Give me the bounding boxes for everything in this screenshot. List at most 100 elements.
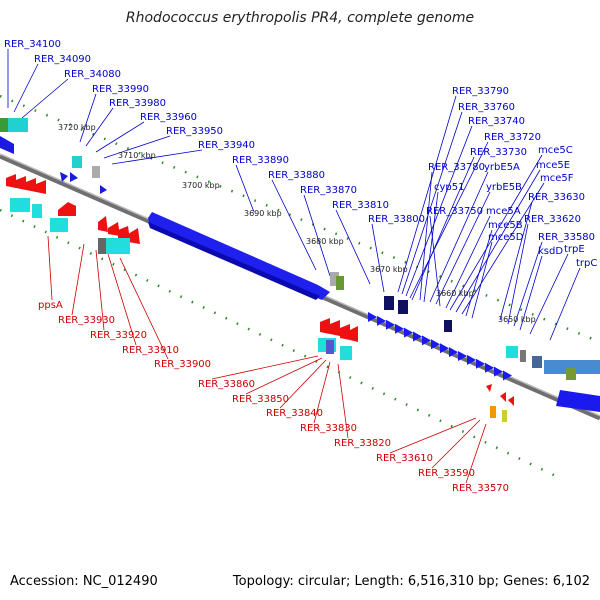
gene-33800 [398, 300, 408, 314]
gene-cyan-3 [50, 218, 68, 232]
forward-gene-label: mce5B [488, 220, 523, 231]
forward-gene-arrow [503, 370, 512, 381]
red-gene-cluster-mid [320, 318, 358, 342]
reverse-gene-label: RER_33840 [266, 408, 323, 419]
kbp-label: 3670 kbp [370, 265, 408, 274]
gene-33810 [384, 296, 394, 310]
gene-33850 [326, 340, 334, 354]
forward-gene-arrow [386, 319, 395, 330]
forward-gene-label: yrbE5A [484, 162, 520, 173]
forward-gene-label: RER_33740 [468, 116, 525, 127]
reverse-gene-label: RER_33930 [58, 315, 115, 326]
gene-33570 [508, 396, 514, 406]
gene-33620 [520, 350, 526, 362]
gene-orange [490, 406, 496, 418]
blue-leader-line [303, 194, 331, 277]
red-leader-line [389, 417, 477, 454]
gene-33980 [70, 172, 78, 182]
blue-leader-line [455, 169, 541, 313]
blue-leader-line [499, 201, 533, 321]
blue-leader-line [461, 182, 545, 315]
blue-leader-line [335, 209, 371, 285]
forward-gene-label: mce5D [488, 232, 524, 243]
forward-gene-label: RER_33960 [140, 112, 197, 123]
kbp-label: 3720 kbp [58, 123, 96, 132]
blue-leader-line [235, 164, 255, 213]
gene-33880 [330, 272, 339, 286]
blue-leader-line [397, 95, 457, 293]
blue-leader-line [519, 255, 543, 331]
topology-text: Topology: circular; Length: 6,516,310 bp… [232, 574, 590, 589]
forward-gene-arrow [476, 358, 485, 369]
gene-33990 [60, 172, 68, 182]
forward-gene-arrow [413, 331, 422, 342]
forward-gene-label: yrbE5B [486, 182, 522, 193]
red-leader-line [119, 257, 169, 360]
forward-gene-label: RER_33720 [484, 132, 541, 143]
reverse-gene-label: RER_33850 [232, 394, 289, 405]
forward-gene-arrow [440, 343, 449, 354]
red-leader-line [107, 253, 137, 346]
forward-gene-label: RER_33950 [166, 126, 223, 137]
gene-yellow [502, 410, 507, 422]
forward-gene-label: RER_34090 [34, 54, 91, 65]
gene-33790 [444, 320, 452, 332]
reverse-gene-label: RER_33910 [122, 345, 179, 356]
forward-gene-label: RER_33870 [300, 185, 357, 196]
forward-gene-arrow [422, 335, 431, 346]
gene-ppsA-region [10, 198, 30, 212]
forward-gene-label: RER_33620 [524, 214, 581, 225]
gene-large-forward [148, 212, 330, 300]
reverse-gene-label: RER_33820 [334, 438, 391, 449]
accession-text: Accession: NC_012490 [10, 574, 158, 589]
gene-33580 [556, 390, 600, 412]
blue-leader-line [103, 135, 171, 159]
kbp-label: 3680 kbp [306, 237, 344, 246]
forward-gene-arrow [485, 362, 494, 373]
gene-33870 [336, 276, 344, 290]
red-leader-line [47, 235, 53, 301]
blue-leader-line [465, 229, 493, 317]
blue-leader-line [405, 125, 473, 297]
blue-leader-line [111, 149, 203, 165]
gene-34080 [0, 118, 8, 132]
forward-gene-label: RER_34080 [64, 69, 121, 80]
forward-gene-label: cyp51 [434, 182, 465, 193]
forward-gene-label: RER_33940 [198, 140, 255, 151]
gene-33630 [506, 346, 518, 358]
forward-gene-arrow [377, 315, 386, 326]
reverse-gene-label: RER_33900 [154, 359, 211, 370]
forward-gene-arrow [449, 347, 458, 358]
gene-34100 [0, 136, 14, 154]
forward-gene-arrow [467, 354, 476, 365]
kbp-label: 3710 kbp [118, 151, 156, 160]
gene-large-forward-shade [148, 222, 320, 300]
forward-gene-run [368, 312, 512, 381]
forward-gene-label: RER_33880 [268, 170, 325, 181]
forward-gene-label: RER_33810 [332, 200, 389, 211]
reverse-gene-label: RER_33920 [90, 330, 147, 341]
blue-leader-line [271, 179, 317, 271]
red-leader-line [95, 249, 105, 331]
blue-leader-line [21, 78, 69, 119]
blue-leader-line [13, 63, 39, 113]
blue-leader-line [513, 241, 543, 327]
blue-leader-line [79, 93, 97, 143]
forward-gene-label: RER_33730 [470, 147, 527, 158]
forward-gene-label: mce5C [538, 145, 573, 156]
forward-gene-label: RER_33790 [452, 86, 509, 97]
blue-leader-line [85, 107, 114, 147]
reverse-gene-label: RER_33590 [418, 468, 475, 479]
gene-33960 [100, 185, 107, 194]
reverse-gene-label: RER_33570 [452, 483, 509, 494]
red-leader-line [337, 363, 349, 439]
forward-gene-arrow [395, 323, 404, 334]
forward-gene-label: mce5F [540, 173, 574, 184]
forward-gene-label: RER_33990 [92, 84, 149, 95]
gene-33610 [486, 384, 492, 392]
red-leader-line [313, 361, 331, 424]
forward-gene-label: mce5E [536, 160, 570, 171]
gene-grey-1 [98, 238, 106, 254]
